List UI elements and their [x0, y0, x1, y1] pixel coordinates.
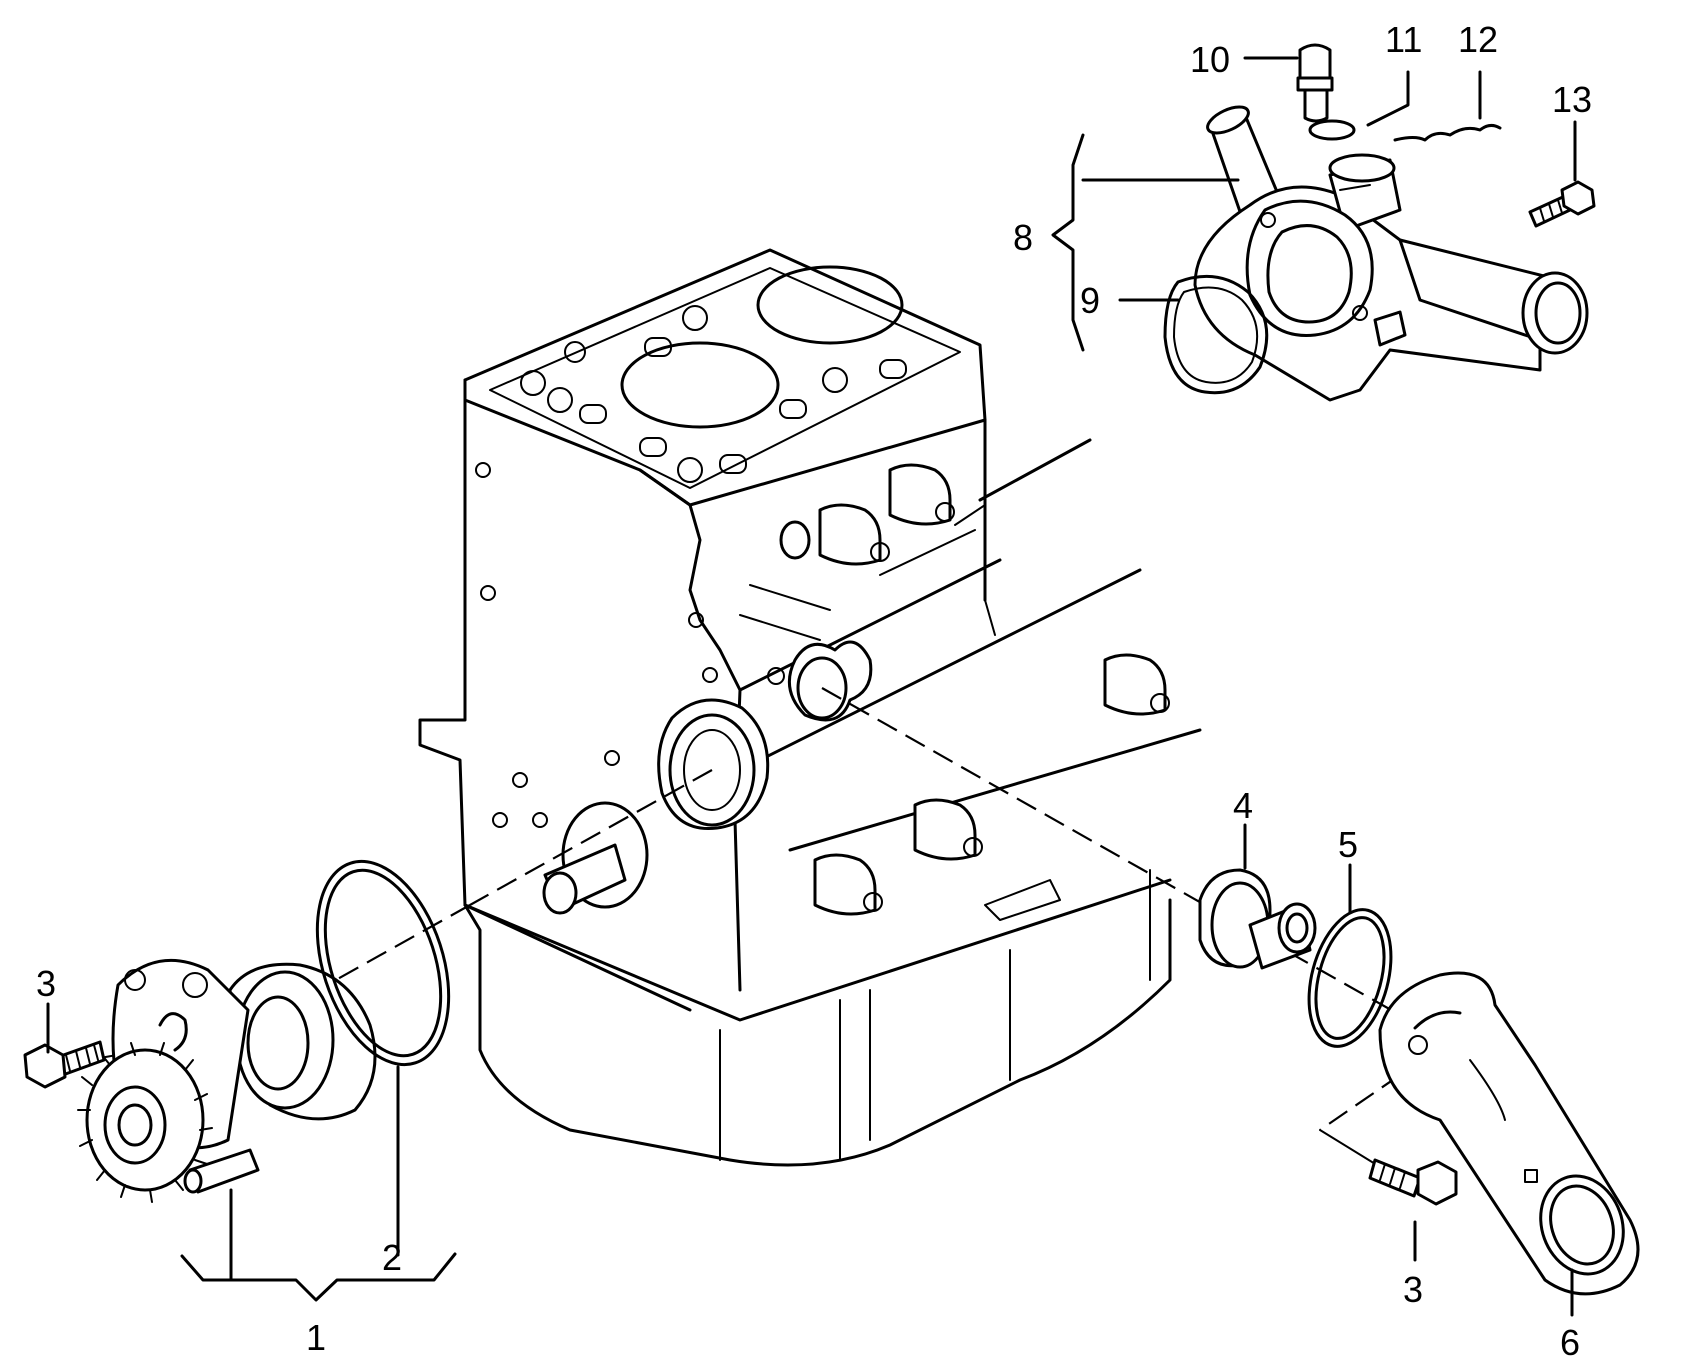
callout-2: 2: [382, 1237, 402, 1278]
bolt-right: [1368, 1158, 1458, 1206]
callout-4: 4: [1233, 785, 1253, 826]
coolant-elbow: [1378, 971, 1640, 1296]
callout-9: 9: [1080, 280, 1100, 321]
callout-3-left: 3: [36, 963, 56, 1004]
callout-12: 12: [1458, 19, 1498, 60]
callout-6: 6: [1560, 1322, 1580, 1362]
callout-10: 10: [1190, 39, 1230, 80]
callout-3-right: 3: [1403, 1269, 1423, 1310]
temperature-sensor: [1296, 43, 1334, 123]
leader-lines: [46, 56, 1577, 1317]
flange-bolt: [1528, 180, 1596, 228]
thermostat: [1198, 868, 1317, 970]
pump-o-ring: [315, 859, 451, 1067]
sensor-seal: [1308, 119, 1356, 141]
bolt-left: [23, 1040, 106, 1089]
callout-1: 1: [306, 1317, 326, 1358]
callout-8: 8: [1013, 217, 1033, 258]
callout-5: 5: [1338, 824, 1358, 865]
flange-gasket: [1163, 274, 1269, 395]
engine-block: [418, 248, 1202, 1167]
thermostat-o-ring: [1307, 908, 1393, 1048]
callout-11: 11: [1385, 19, 1422, 60]
water-pump: [77, 958, 377, 1203]
pump-sprocket: [77, 1042, 213, 1203]
coolant-flange: [1193, 105, 1589, 402]
callout-13: 13: [1552, 79, 1592, 120]
sensor-clip: [1393, 123, 1502, 142]
